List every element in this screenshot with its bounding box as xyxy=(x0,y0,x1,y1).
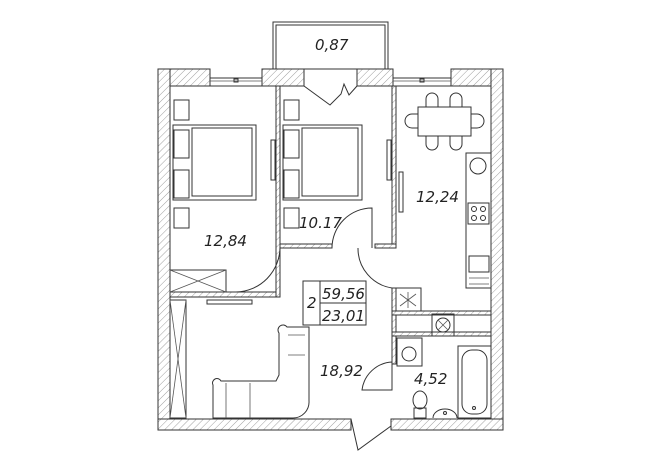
living-area: 23,01 xyxy=(322,307,365,325)
radiator-bedroom-1 xyxy=(270,139,276,181)
entrance-door[interactable] xyxy=(350,418,392,451)
exterior-walls xyxy=(157,68,504,431)
boiler xyxy=(431,313,455,337)
radiator-bedroom-2 xyxy=(386,139,392,181)
total-area: 59,56 xyxy=(322,285,365,303)
area-balcony: 0,87 xyxy=(315,36,349,54)
wardrobe-living xyxy=(169,299,187,419)
wardrobe-bedroom-1 xyxy=(169,269,227,293)
balcony xyxy=(272,21,389,70)
door-bedroom-1[interactable] xyxy=(235,246,281,293)
tv xyxy=(206,299,253,305)
sink xyxy=(432,408,458,419)
double-bed-2 xyxy=(282,99,363,229)
window-kitchen xyxy=(392,77,452,87)
rooms-count: 2 xyxy=(307,294,317,312)
area-bedroom-1: 12,84 xyxy=(204,232,247,250)
washing-machine xyxy=(396,337,423,367)
interior-walls xyxy=(169,85,492,365)
double-bed-1 xyxy=(172,99,257,229)
area-bedroom-2: 10.17 xyxy=(299,214,342,232)
kitchen-counter xyxy=(465,152,492,289)
window-bedroom-1 xyxy=(209,77,263,87)
bathtub xyxy=(457,345,492,419)
area-kitchen: 12,24 xyxy=(416,188,459,206)
utility-cabinet xyxy=(395,287,422,312)
toilet xyxy=(412,390,428,419)
balcony-door[interactable] xyxy=(303,82,358,106)
dining-table xyxy=(404,92,485,151)
radiator-kitchen xyxy=(398,171,404,213)
door-kitchen[interactable] xyxy=(357,247,393,289)
area-bathroom: 4,52 xyxy=(414,370,447,388)
corner-sofa xyxy=(212,324,310,419)
area-living-room: 18,92 xyxy=(320,362,363,380)
apartment-summary: 2 59,56 23,01 xyxy=(302,280,367,326)
door-bedroom-2[interactable] xyxy=(331,207,373,249)
door-bathroom[interactable] xyxy=(361,361,393,391)
